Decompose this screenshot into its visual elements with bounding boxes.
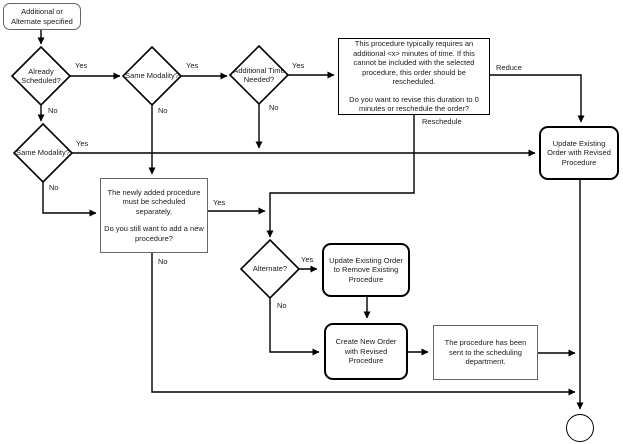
edge-label-same-modality-left-yes: Yes xyxy=(75,139,90,148)
update-existing-revised-box: Update Existing Order with Revised Proce… xyxy=(539,126,619,180)
edge-label-already-scheduled-no: No xyxy=(47,106,59,115)
edge-reduce xyxy=(490,74,585,123)
edge-label-same-modality-top-no: No xyxy=(157,106,169,115)
edge-add-procedure-no xyxy=(151,253,576,396)
edge-label-add-procedure-yes: Yes xyxy=(212,198,227,207)
edge-label-already-scheduled-yes: Yes xyxy=(74,61,89,70)
edge-reschedule xyxy=(266,115,415,238)
duration-prompt-box: This procedure typically requires an add… xyxy=(338,38,490,115)
edge-label-same-modality-left-no: No xyxy=(48,183,60,192)
schedule-separately-paragraph-2: Do you still want to add a new procedure… xyxy=(104,224,204,243)
start-node-label: Additional or Alternate specified xyxy=(11,6,73,26)
edge-same-modality-left-no xyxy=(42,182,97,217)
update-existing-revised-label: Update Existing Order with Revised Proce… xyxy=(547,138,611,167)
edge-label-reschedule: Reschedule xyxy=(421,117,463,126)
update-remove-existing-label: Update Existing Order to Remove Existing… xyxy=(329,255,403,284)
duration-prompt-paragraph-1: This procedure typically requires an add… xyxy=(353,38,475,87)
end-node xyxy=(566,414,594,442)
sent-to-scheduling-label: The procedure has been sent to the sched… xyxy=(444,338,527,367)
decision-additional-time-shape xyxy=(228,44,290,106)
edge-label-same-modality-top-yes: Yes xyxy=(185,61,200,70)
edge-label-additional-time-yes: Yes xyxy=(291,61,306,70)
start-node: Additional or Alternate specified xyxy=(3,3,81,30)
edge-label-additional-time-no: No xyxy=(268,103,280,112)
edge-label-alternate-no: No xyxy=(276,301,288,310)
create-new-order-box: Create New Order with Revised Procedure xyxy=(324,323,408,380)
update-remove-existing-box: Update Existing Order to Remove Existing… xyxy=(322,243,410,297)
decision-alternate-shape xyxy=(239,238,301,300)
edge-label-reduce: Reduce xyxy=(495,63,523,72)
decision-same-modality-left-shape xyxy=(12,122,74,184)
sent-to-scheduling-box: The procedure has been sent to the sched… xyxy=(433,325,538,380)
decision-already-scheduled-shape xyxy=(10,45,72,107)
edge-alternate-no xyxy=(269,298,320,356)
edge-label-alternate-yes: Yes xyxy=(300,255,315,264)
schedule-separately-paragraph-1: The newly added procedure must be schedu… xyxy=(107,187,201,216)
decision-same-modality-top-shape xyxy=(121,45,183,107)
duration-prompt-paragraph-2: Do you want to revise this duration to 0… xyxy=(349,94,479,114)
create-new-order-label: Create New Order with Revised Procedure xyxy=(335,337,397,366)
edge-label-add-procedure-no: No xyxy=(157,257,169,266)
schedule-separately-box: The newly added procedure must be schedu… xyxy=(100,178,208,253)
